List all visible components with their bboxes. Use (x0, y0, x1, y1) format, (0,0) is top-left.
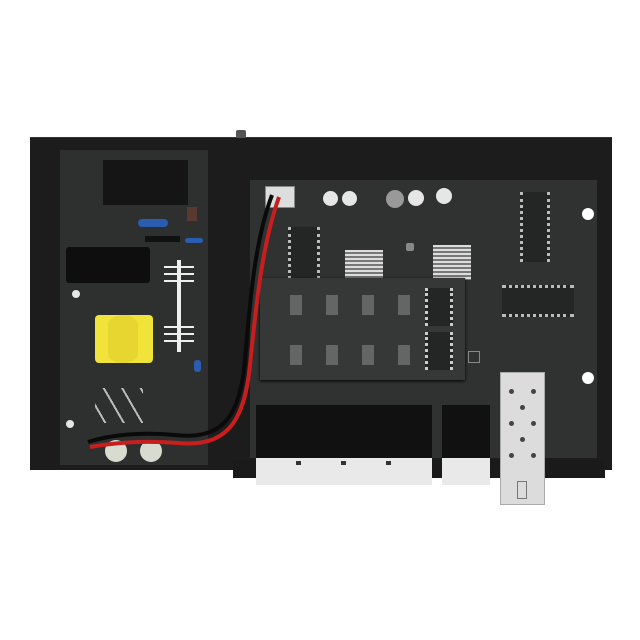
fuse (145, 236, 180, 242)
capacitor (323, 191, 338, 206)
switch-chip (433, 245, 471, 280)
rj45-port-block (256, 405, 432, 458)
power-header (265, 186, 295, 208)
transformer-chip (425, 288, 453, 326)
controller-chip (345, 250, 383, 278)
mount-point (66, 420, 74, 428)
capacitor-small (185, 238, 203, 243)
sfp-cage[interactable] (500, 372, 545, 505)
capacitor (408, 190, 424, 206)
led (406, 243, 414, 251)
capacitor (342, 191, 357, 206)
transformer-chip (425, 332, 453, 370)
mount-hole (582, 372, 594, 384)
inductor (386, 190, 404, 208)
ac-input-connector (103, 160, 188, 205)
capacitor (436, 188, 452, 204)
mount-point (72, 290, 80, 298)
resistor-array-row (288, 345, 418, 365)
ic-chip (288, 227, 320, 279)
transformer-core (108, 315, 138, 363)
capacitor-blue (138, 219, 168, 227)
rj45-port-block (442, 405, 490, 458)
mount-hole (582, 208, 594, 220)
memory-chip (520, 192, 550, 262)
output-capacitor-2 (140, 440, 162, 462)
crystal (468, 351, 480, 363)
diodes (95, 388, 143, 423)
phy-chip (502, 285, 574, 317)
heatsink (164, 260, 194, 352)
rj45-port[interactable] (442, 458, 490, 485)
resistor-array-row (288, 295, 418, 315)
electrolytic-capacitor (66, 247, 150, 283)
ground-screw (236, 130, 246, 138)
resistor (187, 207, 197, 221)
capacitor-y (194, 360, 201, 372)
sfp-latch (517, 481, 527, 499)
rj45-ports[interactable] (256, 458, 432, 485)
